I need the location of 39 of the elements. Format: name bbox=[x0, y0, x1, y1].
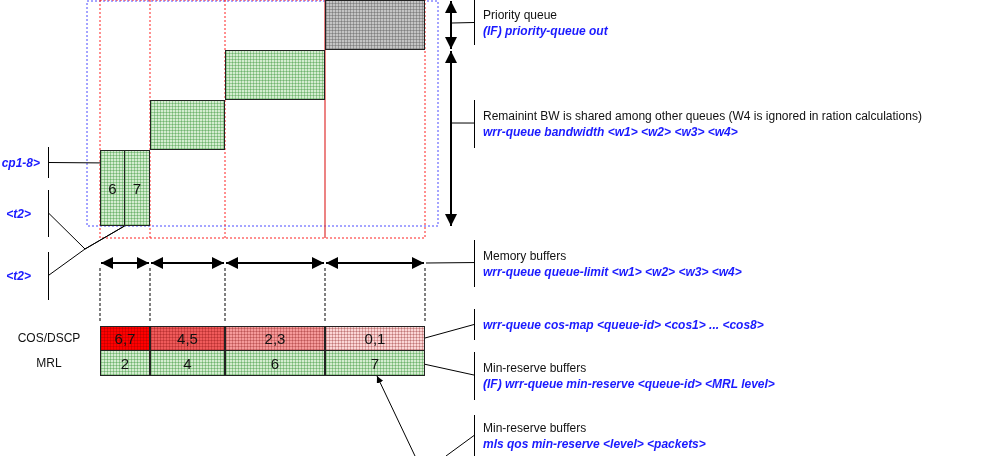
queue-cell: 6 bbox=[100, 150, 125, 226]
leader-line bbox=[48, 162, 101, 164]
leader-line bbox=[424, 363, 475, 376]
command-text: wrr-queue bandwidth <w1> <w2> <w3> <w4> bbox=[483, 124, 739, 140]
annotation-title: Min-reserve buffers bbox=[483, 419, 588, 436]
command-text: (IF) wrr-queue min-reserve <queue-id> <MRL level> bbox=[483, 376, 776, 392]
command-text: <t2> bbox=[6, 268, 31, 284]
command-text: wrr-queue cos-map <queue-id> <cos1> ... <cos8> bbox=[483, 316, 765, 333]
command-text: cp1-8> bbox=[1, 154, 40, 171]
queue-cell: 4 bbox=[150, 350, 225, 376]
queue-block bbox=[225, 50, 325, 100]
command-text: <t2> bbox=[6, 205, 31, 222]
command-text: (IF) priority-queue out bbox=[483, 22, 609, 39]
leader-line bbox=[451, 122, 475, 124]
cos-value-cell: 0,1 bbox=[325, 326, 425, 351]
cos-value-cell: 6,7 bbox=[100, 326, 150, 351]
leader-line bbox=[424, 324, 475, 339]
arrow bbox=[376, 375, 416, 456]
queue-cell: 7 bbox=[124, 150, 150, 226]
leader-line bbox=[445, 435, 475, 456]
priority-queue-block bbox=[325, 0, 425, 50]
command-text: wrr-queue queue-limit <w1> <w2> <w3> <w4> bbox=[483, 263, 743, 280]
annotation-title: Min-reserve buffers bbox=[483, 360, 588, 376]
leader-line bbox=[48, 225, 125, 276]
annotation-title: Memory buffers bbox=[483, 247, 568, 264]
annotation-bracket bbox=[0, 147, 49, 178]
annotation-title: Remainint BW is shared among other queues (W4 is ignored in ration calculations) bbox=[483, 108, 923, 124]
queue-cell: 2 bbox=[100, 350, 150, 376]
row-label: MRL bbox=[36, 356, 62, 370]
cos-value-cell: 2,3 bbox=[225, 326, 325, 351]
queue-cell: 6 bbox=[225, 350, 325, 376]
cos-value-cell: 4,5 bbox=[150, 326, 225, 351]
annotation-title: Priority queue bbox=[483, 6, 559, 23]
queue-block bbox=[150, 100, 225, 150]
leader-line bbox=[425, 262, 475, 264]
queue-cell: 7 bbox=[325, 350, 425, 376]
leader-line bbox=[451, 22, 475, 24]
row-label: COS/DSCP bbox=[17, 331, 81, 345]
command-text: mls qos min-reserve <level> <packets> bbox=[483, 435, 707, 452]
